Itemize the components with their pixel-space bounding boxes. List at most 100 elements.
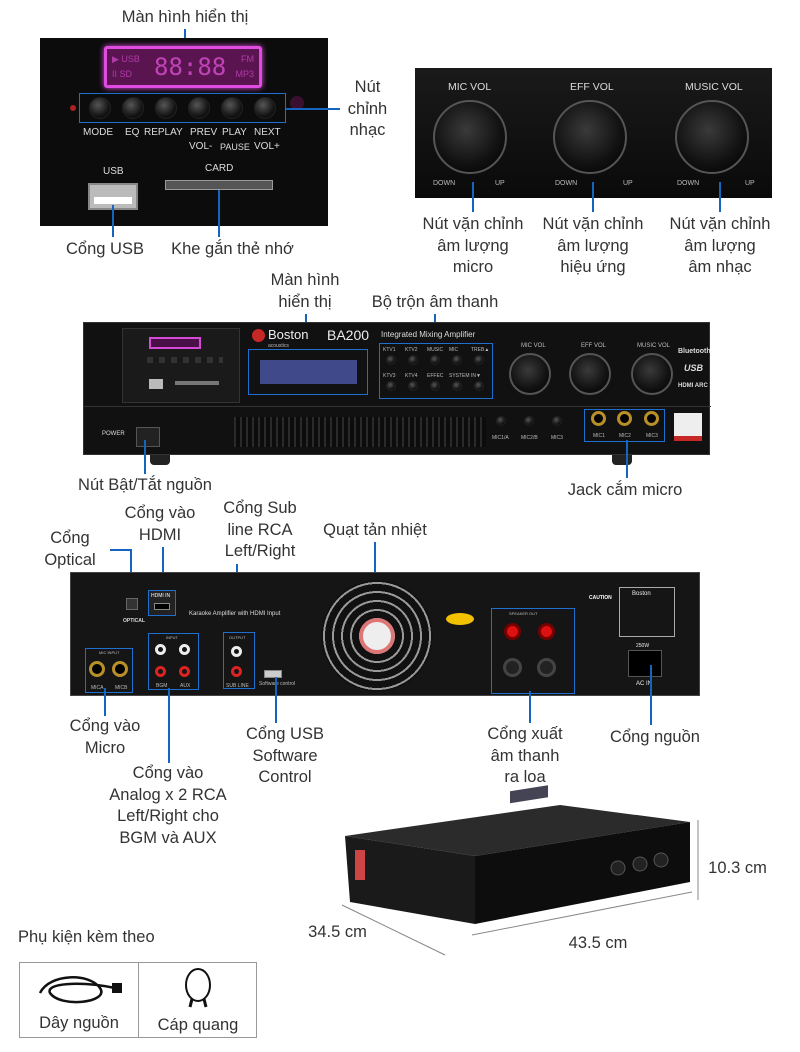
- bgm-l-jack[interactable]: [155, 644, 166, 655]
- eff-vol-label: EFF VOL: [570, 81, 614, 93]
- mica-jack[interactable]: [89, 661, 105, 677]
- mixer-button[interactable]: [386, 355, 396, 365]
- aux-label: AUX: [180, 683, 191, 689]
- usb-label: USB: [103, 166, 124, 177]
- front-mic-vol-label: MIC VOL: [521, 343, 546, 349]
- optical-cable-icon: [185, 968, 211, 1002]
- brand-name: Boston: [268, 327, 309, 342]
- music-buttons-highlight: [79, 93, 286, 123]
- mixer-button[interactable]: [408, 355, 418, 365]
- mic1a-knob[interactable]: [496, 416, 506, 426]
- callout-line: [218, 190, 220, 237]
- callout-line: [162, 547, 164, 591]
- mode-button[interactable]: [89, 97, 111, 119]
- music-vol-up: UP: [745, 180, 755, 187]
- depth-dimension: 34.5 cm: [308, 923, 367, 941]
- mic-vol-knob[interactable]: [433, 100, 507, 174]
- ac-inlet[interactable]: [628, 650, 662, 677]
- mic1-jack[interactable]: [591, 411, 606, 426]
- callout-line: [112, 205, 114, 237]
- usb-badge: USB: [684, 363, 704, 373]
- display-digits: 88:88: [154, 53, 227, 81]
- speaker-l-neg[interactable]: [503, 658, 522, 677]
- replay-button[interactable]: [155, 97, 177, 119]
- volume-knobs-photo: MIC VOL DOWN UP EFF VOL DOWN UP MUSIC VO…: [415, 68, 772, 198]
- mixer-button[interactable]: [452, 355, 462, 365]
- callout-line: [275, 677, 277, 723]
- bgm-r-jack[interactable]: [155, 666, 166, 677]
- play-button[interactable]: [221, 97, 243, 119]
- software-label: Software control: [259, 681, 296, 687]
- mixer-button[interactable]: [430, 381, 440, 391]
- accessory-icons: [38, 968, 211, 1008]
- accessories-box: Dây nguồn Cáp quang: [19, 962, 257, 1038]
- front-eff-vol-knob[interactable]: [569, 353, 611, 395]
- optical-port[interactable]: [126, 598, 138, 610]
- mic3-knob[interactable]: [552, 416, 562, 426]
- output-label: OUTPUT: [229, 635, 246, 640]
- sticker: [355, 850, 365, 880]
- speaker-l-pos[interactable]: [504, 623, 521, 640]
- music-vol-knob[interactable]: [675, 100, 749, 174]
- aux-r-jack[interactable]: [179, 666, 190, 677]
- mic2b-knob[interactable]: [524, 416, 534, 426]
- mixer-button[interactable]: [474, 381, 484, 391]
- lcd-display: [260, 360, 357, 384]
- sub-r-jack[interactable]: [231, 666, 242, 677]
- speaker-r-pos[interactable]: [538, 623, 555, 640]
- aux-l-jack[interactable]: [179, 644, 190, 655]
- mic3-label: MIC3: [646, 433, 658, 439]
- display-sd-indicator: II SD: [112, 69, 133, 79]
- mic-jacks-highlight: [584, 409, 665, 442]
- mixer-button[interactable]: [408, 381, 418, 391]
- power-button[interactable]: [136, 427, 160, 447]
- power-label: POWER: [102, 431, 125, 437]
- display-usb-indicator: ▶ USB: [112, 54, 140, 64]
- mixer-button[interactable]: [452, 381, 462, 391]
- mixer-button[interactable]: [430, 355, 440, 365]
- accessories-title: Phụ kiện kèm theo: [18, 928, 155, 946]
- eff-vol-knob[interactable]: [553, 100, 627, 174]
- optical-label: OPTICAL: [123, 618, 145, 624]
- micb-jack[interactable]: [112, 661, 128, 677]
- media-module: [122, 328, 240, 403]
- mic3-jack[interactable]: [644, 411, 659, 426]
- hdmi-port[interactable]: HDMI IN: [148, 590, 176, 616]
- front-music-vol-knob[interactable]: [631, 353, 673, 395]
- card-slot: [165, 180, 273, 190]
- usb-software-port[interactable]: [264, 670, 282, 678]
- front-mic-vol-knob[interactable]: [509, 353, 551, 395]
- callout-line: [144, 440, 146, 474]
- mixer-label: MUSIC: [427, 347, 444, 353]
- mic2b-label: MIC2/B: [521, 435, 538, 441]
- display-highlight: [248, 349, 368, 395]
- callout-line: [650, 665, 652, 725]
- speaker-r-neg[interactable]: [537, 658, 556, 677]
- display-fm-indicator: FM: [241, 54, 254, 64]
- mic-vol-label: MIC VOL: [448, 81, 492, 93]
- mic2-jack[interactable]: [617, 411, 632, 426]
- micb-label: MICB: [115, 685, 128, 691]
- front-display-3d: [510, 785, 548, 804]
- mixer-button[interactable]: [386, 381, 396, 391]
- sub-l-jack[interactable]: [231, 646, 242, 657]
- callout-line: [130, 549, 132, 589]
- mixer-label: TREB▲: [471, 347, 490, 353]
- mic-vol-down: DOWN: [433, 180, 456, 187]
- mixer-button[interactable]: [474, 355, 484, 365]
- callout-line: [472, 182, 474, 212]
- pause-label: PAUSE: [220, 142, 250, 152]
- prev-button[interactable]: [188, 97, 210, 119]
- eq-button[interactable]: [122, 97, 144, 119]
- callout-line: [592, 182, 594, 212]
- play-label: PLAY: [222, 127, 247, 138]
- speaker-out-label: SPEAKER OUT: [509, 611, 538, 616]
- input-label: INPUT: [166, 635, 178, 640]
- next-button[interactable]: [254, 97, 276, 119]
- vol-down-label: VOL-: [189, 141, 213, 152]
